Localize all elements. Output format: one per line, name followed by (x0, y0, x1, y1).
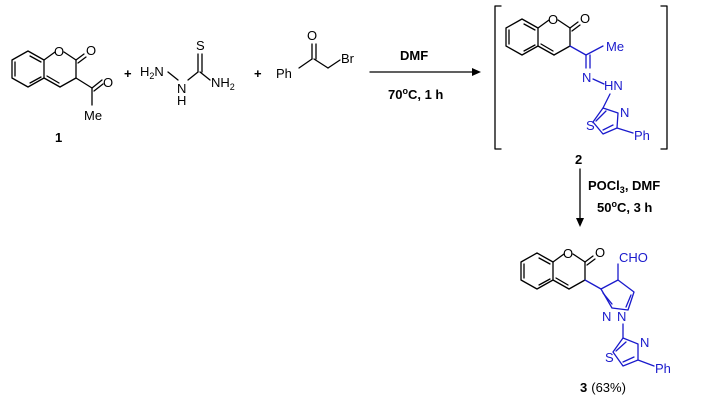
compound-3-label: 3 (580, 380, 587, 395)
svg-text:NH2: NH2 (211, 75, 235, 92)
compound-2-thiazole-sulfur: S (586, 118, 595, 133)
compound-3-aldehyde: CHO (619, 250, 648, 265)
compound-3-thiazole-sulfur: S (605, 350, 614, 365)
compound-2-hydrazine-nh: HN (604, 78, 623, 93)
compound-3-ring-oxygen: O (563, 246, 573, 261)
compound-3-carbonyl-oxygen: O (595, 245, 605, 260)
thio-nh2: NH (211, 75, 230, 90)
compound-1-structure: O O O Me (11, 43, 113, 123)
step-2-reagent-subscript: 3 (620, 185, 625, 195)
compound-3-phenyl: Ph (655, 361, 671, 376)
thio-nh-nitrogen: N (177, 81, 186, 96)
compound-3-pyrazole-nitrogen: N (602, 309, 611, 324)
thio-nh-hydrogen: H (177, 93, 186, 108)
compound-2-thiazole-nitrogen: N (620, 105, 629, 120)
reaction-arrow-1 (369, 68, 481, 76)
reaction-arrow-2 (576, 168, 584, 227)
compound-3-yield: (63%) (591, 380, 626, 395)
compound-1-carbonyl-oxygen: O (86, 43, 96, 58)
svg-text:50oC, 3 h: 50oC, 3 h (597, 199, 652, 215)
compound-1-methyl: Me (84, 108, 102, 123)
compound-2-phenyl: Ph (634, 128, 650, 143)
phenacyl-bromine: Br (341, 51, 355, 66)
compound-2-structure: O O Me N HN N S Ph (505, 11, 650, 143)
plus-sign-1: + (124, 66, 132, 81)
step-1-solvent: DMF (400, 48, 428, 63)
compound-1-label: 1 (55, 130, 62, 145)
step-2-conditions: C, 3 h (617, 200, 652, 215)
phenacyl-phenyl: Ph (276, 66, 292, 81)
compound-3-structure: O O CHO N N N S Ph (520, 245, 671, 376)
step-1-conditions: C, 1 h (408, 87, 443, 102)
thio-h-subscript: 2 (149, 71, 154, 81)
svg-text:H2N: H2N (140, 64, 164, 81)
thio-sulfur: S (196, 38, 205, 53)
phenacyl-oxygen: O (307, 28, 317, 43)
thio-h2n-n: N (154, 64, 163, 79)
svg-text:POCl3, DMF: POCl3, DMF (588, 178, 660, 195)
thio-nh2-subscript: 2 (230, 82, 235, 92)
plus-sign-2: + (254, 66, 262, 81)
compound-2-label: 2 (575, 152, 582, 167)
compound-3-thiazole-nitrogen: N (640, 335, 649, 350)
thio-h: H (140, 64, 149, 79)
step-1-temperature: 70 (388, 87, 402, 102)
compound-2-ring-oxygen: O (548, 12, 558, 27)
thiosemicarbazide-structure: H2N N H S NH2 (140, 38, 235, 108)
compound-3-pyrazole-n1: N (617, 309, 626, 324)
step-2-temperature: 50 (597, 200, 611, 215)
svg-text:3(63%): 3 (63%) (580, 380, 626, 395)
svg-text:70oC, 1 h: 70oC, 1 h (388, 86, 443, 102)
step-2-reagent-rest: , DMF (625, 178, 660, 193)
compound-1-acetyl-oxygen: O (103, 75, 113, 90)
compound-2-methyl: Me (606, 39, 624, 54)
step-2-reagent: POCl (588, 178, 620, 193)
intermediate-brackets (494, 5, 668, 150)
compound-2-imine-nitrogen: N (582, 70, 591, 85)
compound-1-ring-oxygen: O (54, 44, 64, 59)
phenacyl-bromide-structure: O Ph Br (276, 28, 355, 81)
step-1-degree: o (402, 86, 408, 96)
compound-2-carbonyl-oxygen: O (580, 11, 590, 26)
step-2-degree: o (611, 199, 617, 209)
